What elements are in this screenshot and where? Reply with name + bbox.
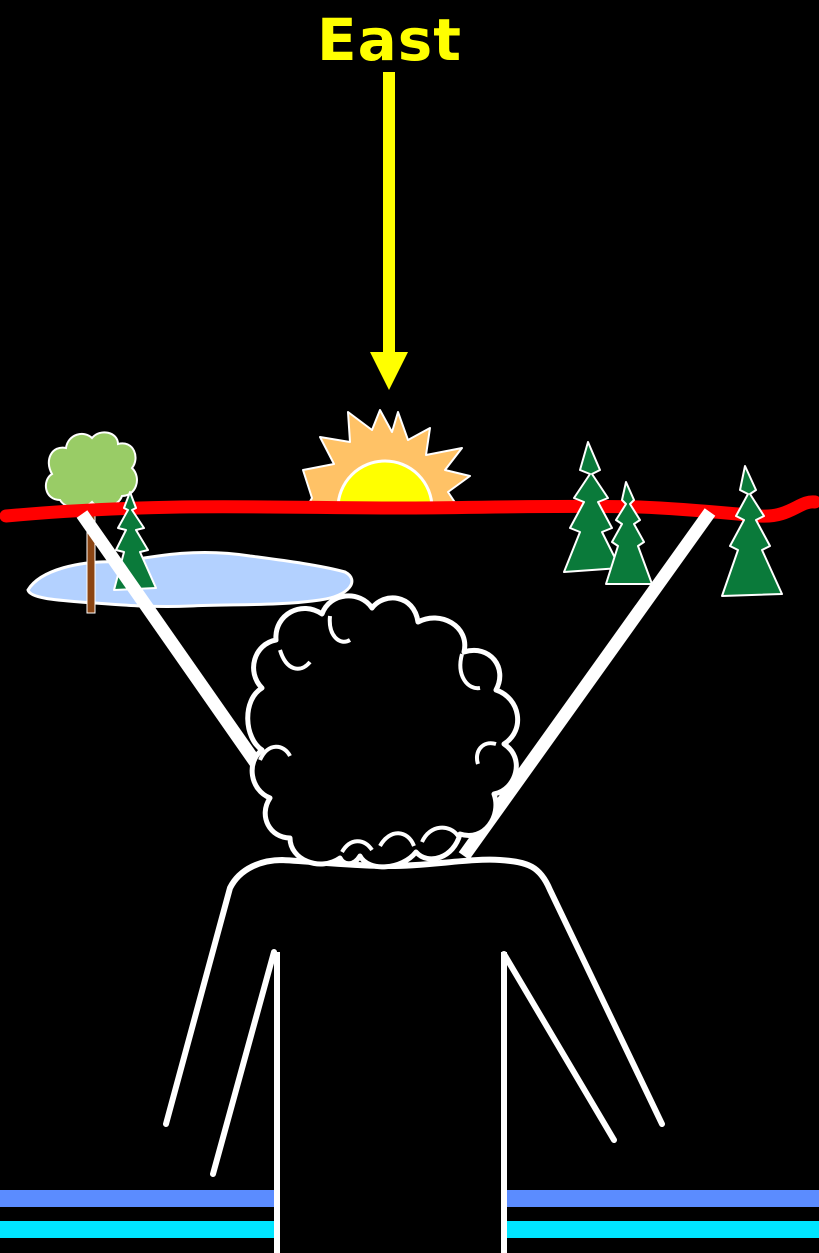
rising-sun: [303, 410, 470, 510]
direction-arrow: [370, 72, 408, 390]
pine-tree-right-3: [722, 466, 782, 596]
pine-tree-right-2: [606, 482, 652, 584]
person-from-behind: [166, 596, 662, 1253]
pond: [28, 552, 352, 606]
curly-head: [248, 596, 518, 867]
